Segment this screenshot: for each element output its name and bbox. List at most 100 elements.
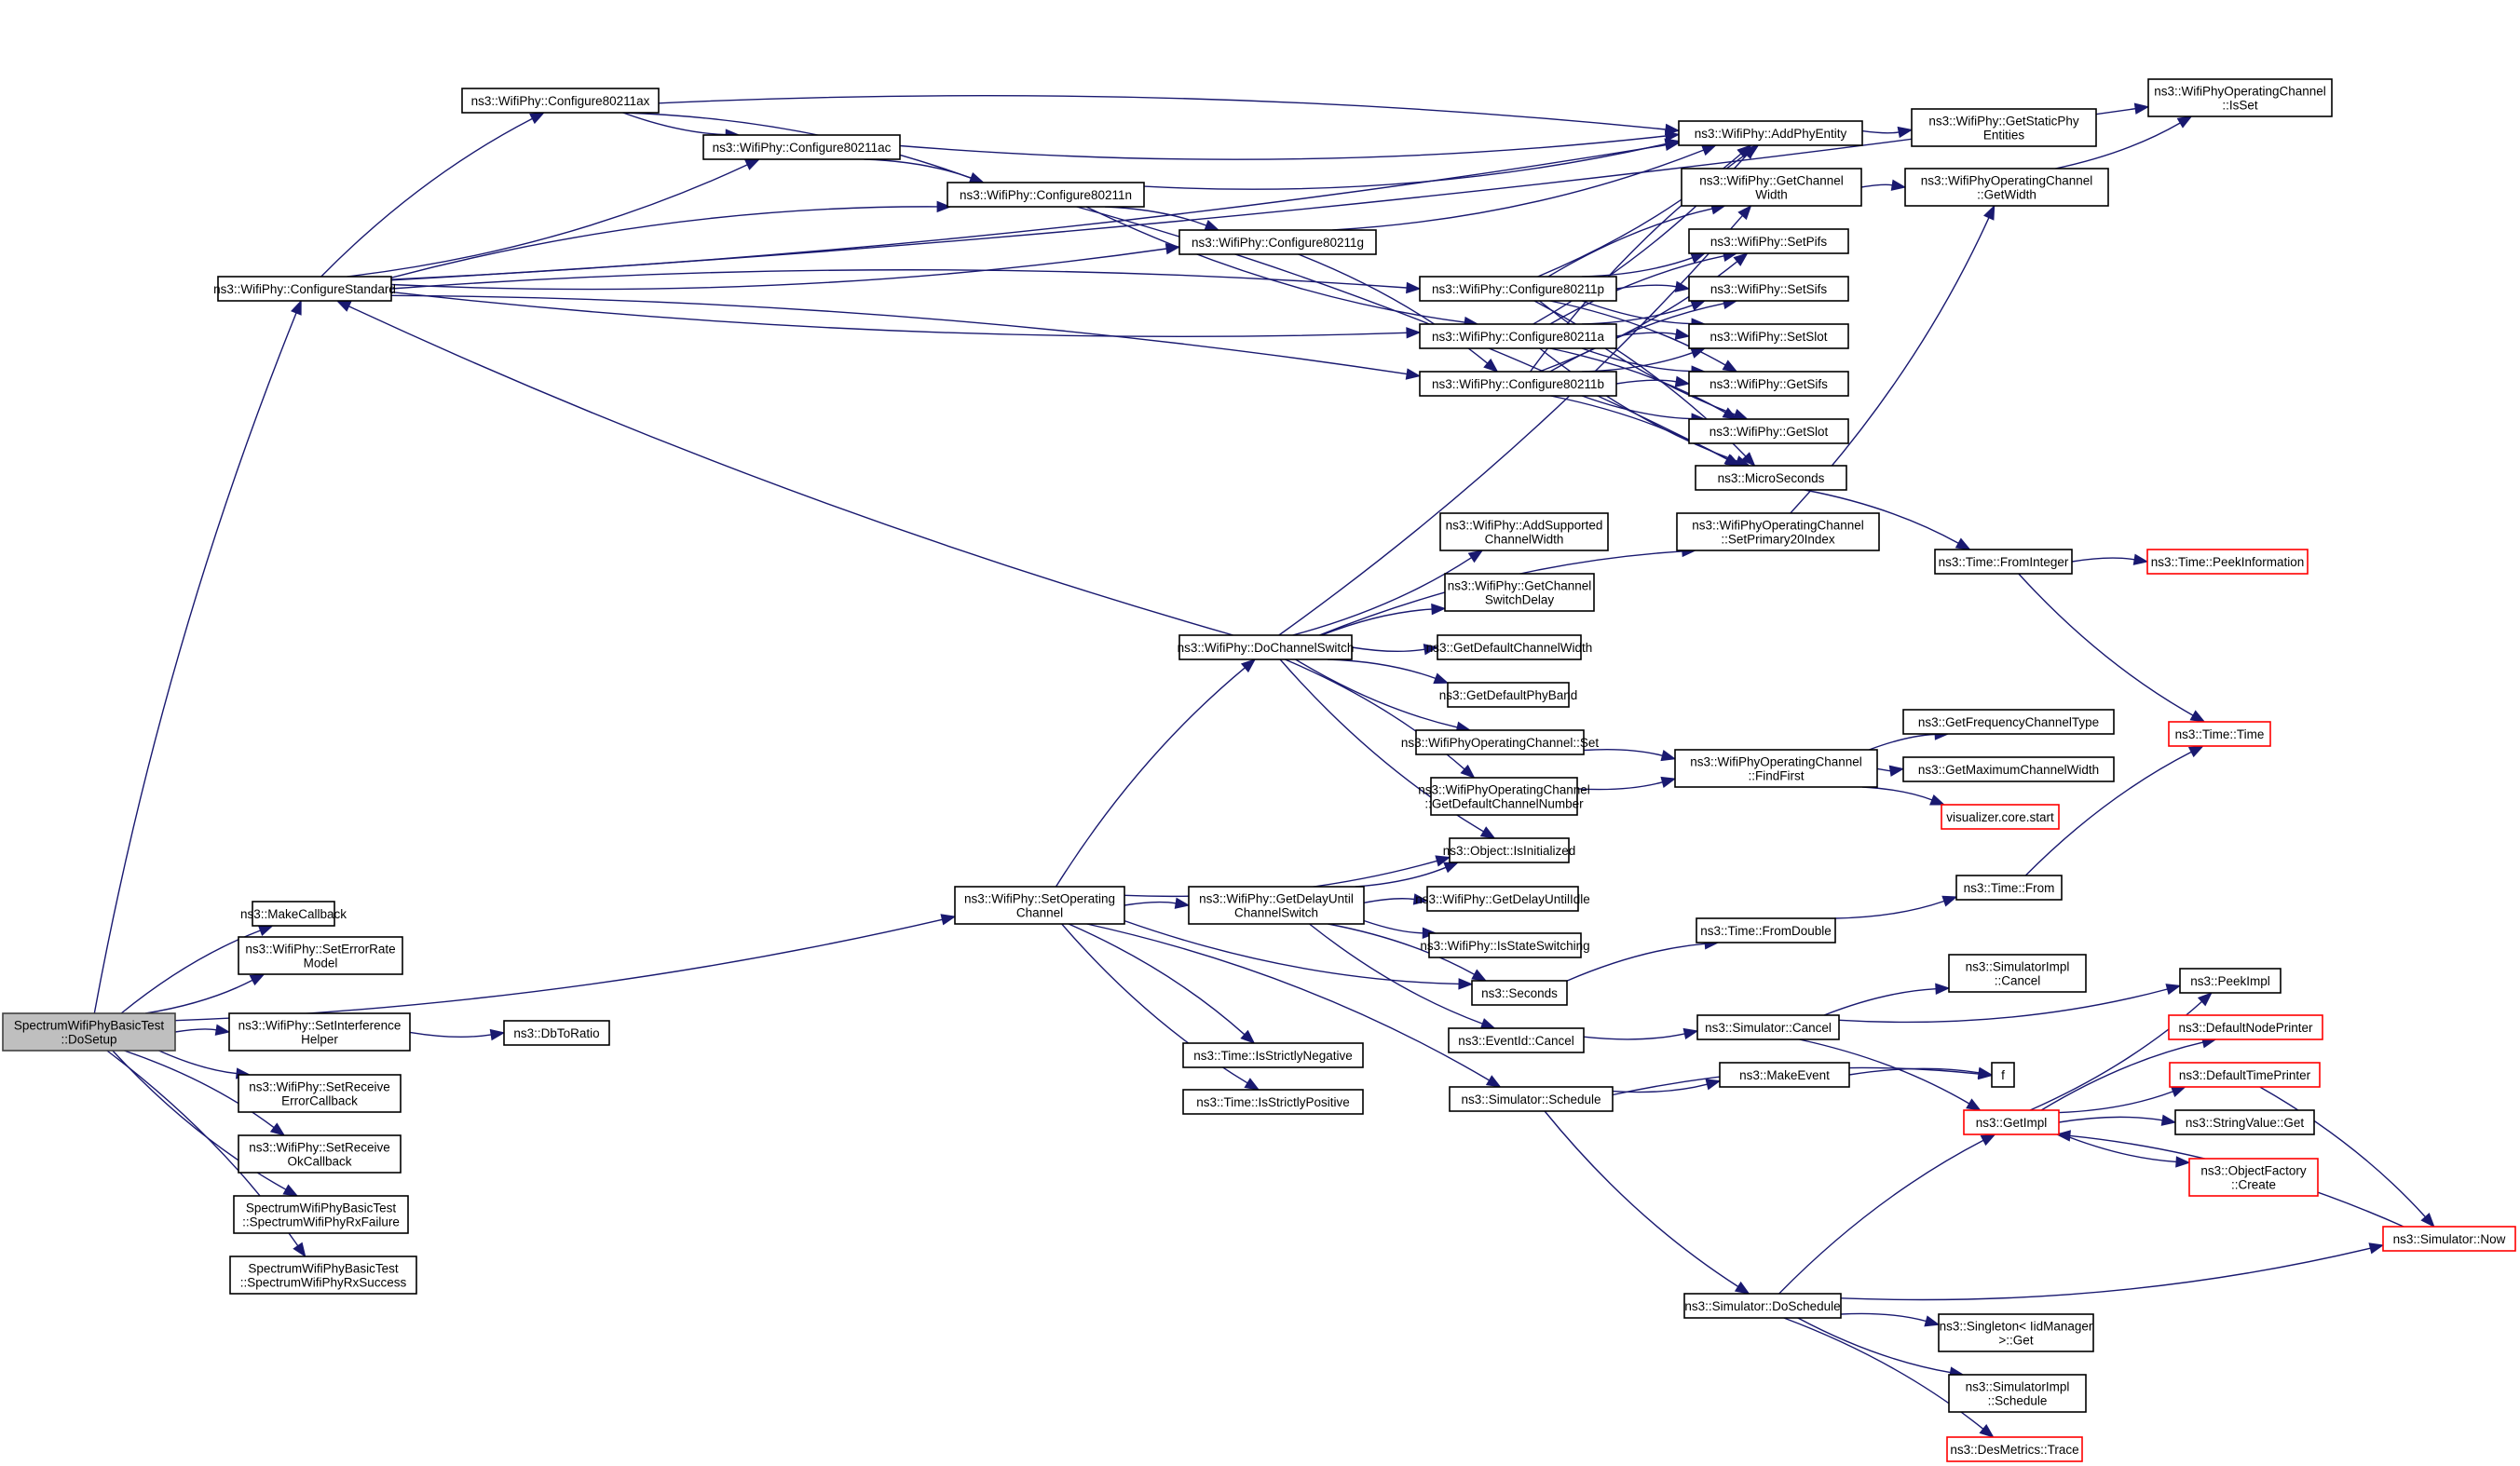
node-box[interactable] — [2168, 1014, 2323, 1040]
graph-node-vizStart[interactable]: visualizer.core.start — [1941, 804, 2060, 830]
node-box[interactable] — [1678, 120, 1863, 146]
node-box[interactable] — [1688, 323, 1849, 349]
node-box[interactable] — [1948, 1374, 2087, 1413]
graph-node-c80211p[interactable]: ns3::WifiPhy::Configure80211p — [1419, 276, 1617, 302]
graph-node-defaultNodePrinter[interactable]: ns3::DefaultNodePrinter — [2168, 1014, 2323, 1040]
node-box[interactable] — [1688, 276, 1849, 302]
node-box[interactable] — [2168, 721, 2271, 747]
node-box[interactable] — [1182, 1089, 1364, 1115]
graph-node-objFactoryCreate[interactable]: ns3::ObjectFactory::Create — [2188, 1158, 2319, 1197]
graph-node-makeCallback[interactable]: ns3::MakeCallback — [240, 901, 347, 927]
graph-node-seconds[interactable]: ns3::Seconds — [1471, 980, 1568, 1006]
node-box[interactable] — [1696, 917, 1836, 943]
node-box[interactable] — [1188, 886, 1365, 925]
node-box[interactable] — [1946, 1436, 2083, 1462]
node-box[interactable] — [1934, 549, 2073, 575]
node-box[interactable] — [2146, 549, 2309, 575]
node-box[interactable] — [217, 276, 392, 302]
node-box[interactable] — [233, 1195, 409, 1234]
node-box[interactable] — [1178, 229, 1377, 255]
graph-node-stringValueGet[interactable]: ns3::StringValue::Get — [2174, 1109, 2315, 1135]
node-box[interactable] — [2188, 1158, 2319, 1197]
graph-node-setPrimary20[interactable]: ns3::WifiPhyOperatingChannel::SetPrimary… — [1676, 512, 1880, 551]
node-box[interactable] — [461, 88, 660, 114]
node-box[interactable] — [1904, 168, 2109, 207]
node-box[interactable] — [1902, 756, 2115, 782]
node-box[interactable] — [1941, 804, 2060, 830]
node-box[interactable] — [1688, 228, 1849, 254]
node-box[interactable] — [1419, 323, 1617, 349]
node-box[interactable] — [1902, 709, 2115, 735]
graph-node-timeFrom[interactable]: ns3::Time::From — [1955, 875, 2063, 901]
node-box[interactable] — [1911, 108, 2097, 147]
graph-node-c80211ax[interactable]: ns3::WifiPhy::Configure80211ax — [461, 88, 660, 114]
graph-node-getDelayIdle[interactable]: ns3::WifiPhy::GetDelayUntilIdle — [1415, 886, 1590, 912]
graph-node-isStateSwitching[interactable]: ns3::WifiPhy::IsStateSwitching — [1420, 932, 1590, 958]
graph-node-addPhyEntity[interactable]: ns3::WifiPhy::AddPhyEntity — [1678, 120, 1863, 146]
node-box[interactable] — [1688, 418, 1849, 444]
node-box[interactable] — [1449, 837, 1570, 863]
graph-node-simNow[interactable]: ns3::Simulator::Now — [2382, 1226, 2516, 1252]
graph-node-rxSuccess[interactable]: SpectrumWifiPhyBasicTest::SpectrumWifiPh… — [229, 1256, 417, 1295]
node-box[interactable] — [228, 1012, 411, 1052]
node-box[interactable] — [1696, 1014, 1840, 1040]
node-box[interactable] — [1719, 1062, 1850, 1088]
graph-node-getSlot[interactable]: ns3::WifiPhy::GetSlot — [1688, 418, 1849, 444]
node-box[interactable] — [1448, 1027, 1585, 1053]
graph-node-getDefaultChannelNumber[interactable]: ns3::WifiPhyOperatingChannel::GetDefault… — [1418, 777, 1590, 816]
node-box[interactable] — [1419, 276, 1617, 302]
graph-node-getFreqType[interactable]: ns3::GetFrequencyChannelType — [1902, 709, 2115, 735]
node-box[interactable] — [229, 1256, 417, 1295]
graph-node-peekInformation[interactable]: ns3::Time::PeekInformation — [2146, 549, 2309, 575]
graph-node-getImpl[interactable]: ns3::GetImpl — [1963, 1109, 2060, 1135]
graph-node-getSifs[interactable]: ns3::WifiPhy::GetSifs — [1688, 371, 1849, 397]
graph-node-setSifs[interactable]: ns3::WifiPhy::SetSifs — [1688, 276, 1849, 302]
graph-node-simCancel[interactable]: ns3::Simulator::Cancel — [1696, 1014, 1840, 1040]
graph-node-findFirst[interactable]: ns3::WifiPhyOperatingChannel::FindFirst — [1674, 749, 1878, 788]
node-box[interactable] — [238, 936, 403, 975]
graph-node-defaultTimePrinter[interactable]: ns3::DefaultTimePrinter — [2169, 1062, 2321, 1088]
graph-node-root[interactable]: SpectrumWifiPhyBasicTest::DoSetup — [2, 1012, 176, 1052]
node-box[interactable] — [1683, 1293, 1842, 1319]
node-box[interactable] — [2169, 1062, 2321, 1088]
node-box[interactable] — [1676, 512, 1880, 551]
node-box[interactable] — [1955, 875, 2063, 901]
node-box[interactable] — [1449, 1086, 1614, 1112]
graph-node-fromInteger[interactable]: ns3::Time::FromInteger — [1934, 549, 2073, 575]
node-box[interactable] — [1471, 980, 1568, 1006]
graph-node-f[interactable]: f — [1991, 1062, 2015, 1088]
node-box[interactable] — [1182, 1042, 1364, 1068]
graph-node-c80211b[interactable]: ns3::WifiPhy::Configure80211b — [1419, 371, 1617, 397]
node-box[interactable] — [1674, 749, 1878, 788]
graph-node-getMaxWidth[interactable]: ns3::GetMaximumChannelWidth — [1902, 756, 2115, 782]
node-box[interactable] — [252, 901, 335, 927]
node-box[interactable] — [238, 1134, 402, 1174]
node-box[interactable] — [1948, 954, 2087, 993]
node-box[interactable] — [1419, 371, 1617, 397]
graph-node-eventCancel[interactable]: ns3::EventId::Cancel — [1448, 1027, 1585, 1053]
graph-node-c80211n[interactable]: ns3::WifiPhy::Configure80211n — [947, 182, 1145, 208]
node-box[interactable] — [1681, 168, 1862, 207]
graph-node-simImplCancel[interactable]: ns3::SimulatorImpl::Cancel — [1948, 954, 2087, 993]
graph-node-dbToRatio[interactable]: ns3::DbToRatio — [503, 1020, 610, 1046]
node-box[interactable] — [2174, 1109, 2315, 1135]
node-box[interactable] — [1938, 1313, 2094, 1352]
graph-node-configureStandard[interactable]: ns3::WifiPhy::ConfigureStandard — [213, 276, 396, 302]
graph-node-simSchedule[interactable]: ns3::Simulator::Schedule — [1449, 1086, 1614, 1112]
graph-node-rxFailure[interactable]: SpectrumWifiPhyBasicTest::SpectrumWifiPh… — [233, 1195, 409, 1234]
graph-node-microSeconds[interactable]: ns3::MicroSeconds — [1695, 465, 1847, 491]
graph-node-isSet[interactable]: ns3::WifiPhyOperatingChannel::IsSet — [2147, 78, 2333, 117]
node-box[interactable] — [1437, 634, 1582, 660]
graph-node-isStrictlyPos[interactable]: ns3::Time::IsStrictlyPositive — [1182, 1089, 1364, 1115]
graph-node-fromDouble[interactable]: ns3::Time::FromDouble — [1696, 917, 1836, 943]
node-box[interactable] — [2382, 1226, 2516, 1252]
node-box[interactable] — [2, 1012, 176, 1052]
